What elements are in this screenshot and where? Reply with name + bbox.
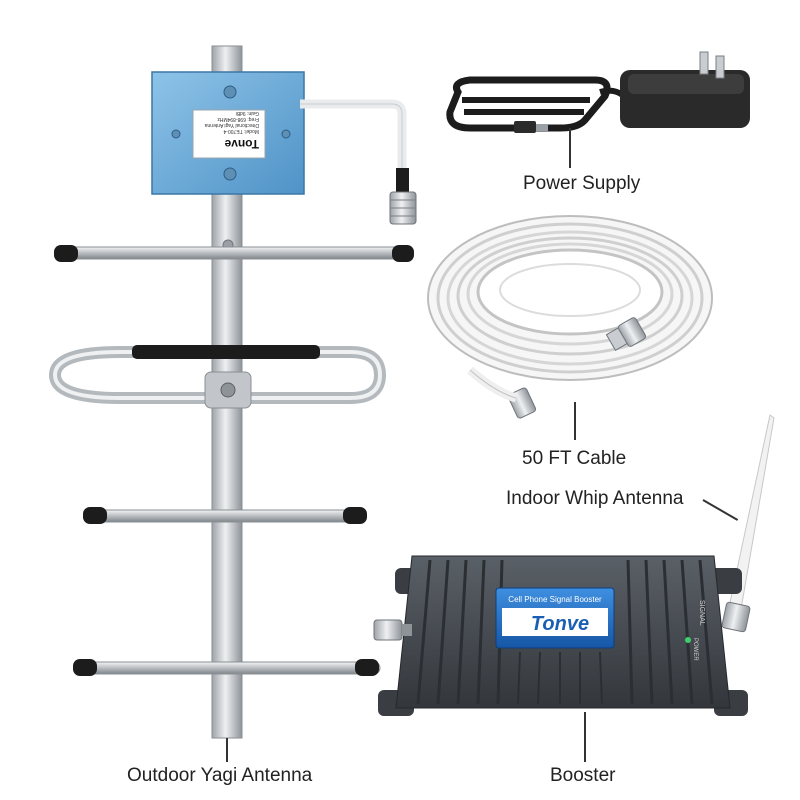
booster-unit: Cell Phone Signal Booster Tonve SIGNAL P… <box>373 555 748 716</box>
yagi-element-middle <box>83 507 367 524</box>
label-cable: 50 FT Cable <box>522 448 627 469</box>
yagi-mounting-plate: Tonve Model: TE700-4 Directional Yagi An… <box>151 71 305 195</box>
plate-freq-text: Freq: 698-894MHz <box>217 116 259 122</box>
plate-model-text: Model: TE700-4 <box>223 128 259 134</box>
yagi-element-bottom <box>73 659 381 676</box>
booster-label-panel: Cell Phone Signal Booster Tonve <box>495 587 615 649</box>
label-whip-antenna: Indoor Whip Antenna <box>506 488 684 509</box>
leader-booster <box>584 712 586 762</box>
yagi-folded-dipole <box>48 345 387 409</box>
yagi-element-top <box>54 245 414 262</box>
booster-side-label: SIGNAL <box>698 600 705 626</box>
booster-panel-brand: Tonve <box>531 613 589 635</box>
yagi-antenna: Tonve Model: TE700-4 Directional Yagi An… <box>48 45 417 739</box>
booster-indicator-label: POWER <box>692 638 698 661</box>
power-supply <box>446 51 750 133</box>
plate-gain-text: Gain: 9dBi <box>236 110 259 116</box>
whip-antenna <box>721 414 775 633</box>
label-yagi-antenna: Outdoor Yagi Antenna <box>127 765 313 786</box>
booster-panel-heading: Cell Phone Signal Booster <box>508 595 602 604</box>
yagi-pigtail-connector <box>300 99 417 225</box>
leader-cable <box>574 402 576 440</box>
leader-yagi <box>226 738 228 762</box>
leader-power-supply <box>569 128 571 168</box>
power-led <box>685 637 691 643</box>
plate-brand: Tonve <box>224 137 259 151</box>
label-power-supply: Power Supply <box>523 173 641 194</box>
label-booster: Booster <box>550 765 616 786</box>
cable-coil <box>427 215 713 419</box>
plate-desc-text: Directional Yagi Antenna <box>204 122 259 128</box>
